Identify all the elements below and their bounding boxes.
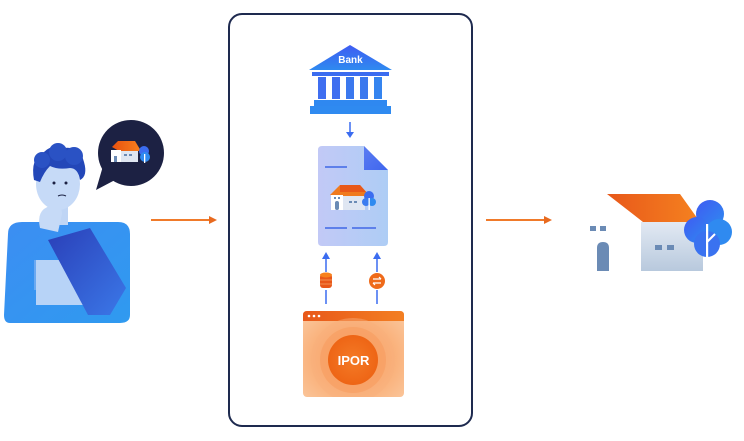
person-figure xyxy=(0,110,175,325)
bank-node: Bank xyxy=(308,44,393,116)
home-node xyxy=(585,190,735,275)
tree-icon xyxy=(684,200,732,258)
mortgage-document xyxy=(318,146,388,246)
document-icon xyxy=(318,146,388,246)
data-flow-arrows xyxy=(318,252,388,308)
bank-icon xyxy=(309,45,392,114)
ipor-label: IPOR xyxy=(337,353,370,368)
ipor-window-icon xyxy=(303,311,404,397)
flow-arrow-to-home xyxy=(485,214,555,226)
house-icon xyxy=(330,185,376,210)
ipor-oracle: IPOR xyxy=(303,311,404,397)
process-container xyxy=(228,13,473,427)
house-with-tree-icon xyxy=(590,194,732,271)
thinking-person-icon xyxy=(4,120,164,323)
bank-to-document-arrow xyxy=(344,122,356,140)
exchange-icon xyxy=(369,273,385,289)
flow-arrow-to-process xyxy=(150,214,220,226)
database-coins-icon xyxy=(320,272,332,288)
bank-label: Bank xyxy=(338,55,363,66)
thought-bubble xyxy=(96,120,164,190)
